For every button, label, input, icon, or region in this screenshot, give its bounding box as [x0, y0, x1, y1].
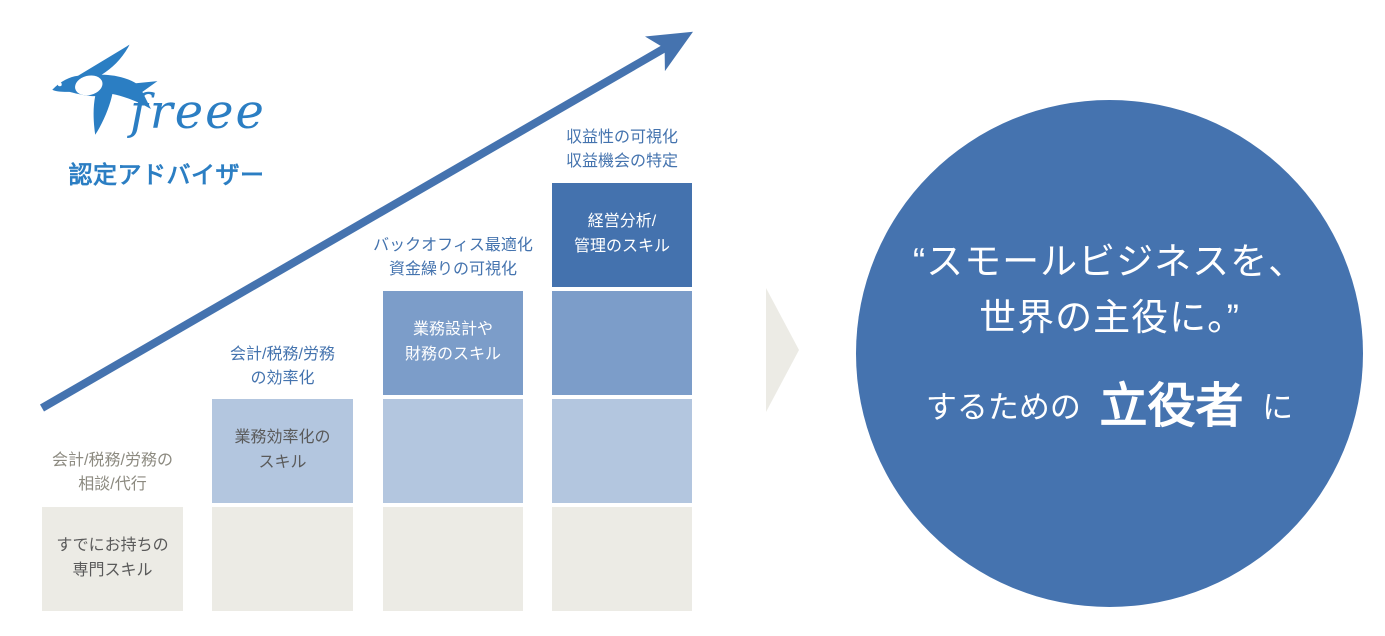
bar2-segment-text: 業務効率化の スキル — [234, 429, 331, 471]
certified-advisor-label: 認定アドバイザー — [68, 162, 265, 189]
transition-triangle-icon — [766, 288, 799, 412]
bar1-segment-existing-skill: すでにお持ちの 専門スキル — [42, 507, 183, 611]
swallow-silhouette — [52, 44, 158, 135]
swallow-bird-icon — [52, 44, 158, 135]
bar3-segment-existing-skill — [383, 507, 523, 611]
bar4-segment-management-skill: 経営分析/ 管理のスキル — [552, 183, 692, 287]
step4-label: 収益性の可視化 収益機会の特定 — [565, 129, 678, 170]
transition-triangle-shape — [766, 288, 799, 412]
vision-tagline: するための 立役者 に — [856, 376, 1363, 438]
swallow-eye — [57, 82, 62, 87]
step3-label: バックオフィス最適化 資金繰りの可視化 — [373, 237, 533, 278]
swallow-belly — [75, 75, 103, 96]
bar4-segment-existing-skill — [552, 507, 692, 611]
bar4-segment-efficiency-skill — [552, 399, 692, 503]
tagline-prefix: するための — [925, 390, 1081, 425]
freee-logo: freee 認定アドバイザー — [48, 40, 278, 195]
bar2-segment-existing-skill — [212, 507, 353, 611]
vision-quote: “スモールビジネスを、 世界の主役に。” — [912, 241, 1307, 338]
bar3-segment-design-skill: 業務設計や 財務のスキル — [383, 291, 523, 395]
vision-circle: “スモールビジネスを、 世界の主役に。” するための 立役者 に — [856, 100, 1363, 607]
bar2-segment-efficiency-skill: 業務効率化の スキル — [212, 399, 353, 503]
step1-label: 会計/税務/労務の 相談/代行 — [52, 452, 173, 493]
bar4-segment-design-skill — [552, 291, 692, 395]
growth-arrow — [39, 31, 694, 412]
step2-label: 会計/税務/労務 の効率化 — [230, 346, 335, 387]
bar3-segment-text: 業務設計や 財務のスキル — [404, 321, 501, 363]
bar4-segment-text: 経営分析/ 管理のスキル — [573, 213, 670, 255]
bar1-segment-text: すでにお持ちの 専門スキル — [56, 537, 169, 579]
tagline-emphasis: 立役者 — [1099, 380, 1244, 433]
bar3-segment-efficiency-skill — [383, 399, 523, 503]
tagline-suffix: に — [1262, 390, 1294, 425]
freee-script-wordmark: freee — [130, 84, 266, 140]
growth-arrow-line — [39, 31, 694, 412]
